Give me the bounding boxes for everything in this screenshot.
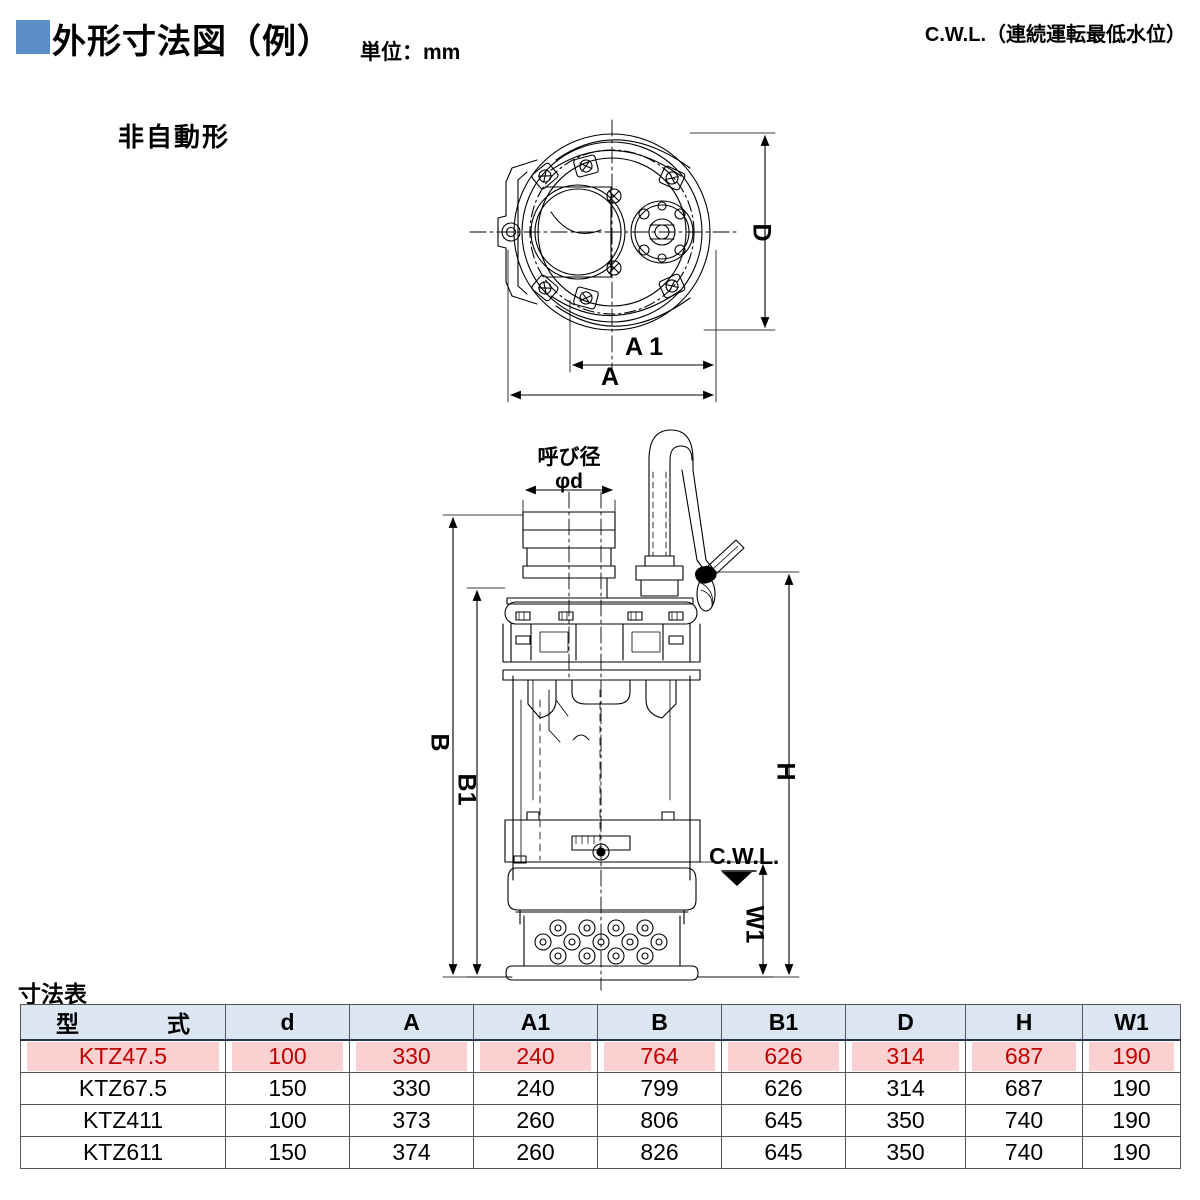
dimension-A [507,249,717,403]
cell-w1: 190 [1082,1040,1181,1073]
cell-h: 740 [965,1104,1083,1137]
cell-h: 687 [965,1040,1083,1073]
drawing-subtitle: 非自動形 [118,122,231,152]
column-header-b: B [597,1004,722,1041]
cell-d-dia: 314 [845,1072,966,1105]
cell-b1: 626 [721,1072,846,1105]
cell-b1: 645 [721,1104,846,1137]
dimension-label-A1: A 1 [625,333,663,361]
cell-a: 330 [349,1072,474,1105]
column-header-a: A [349,1004,474,1041]
column-header-model: 型 式 [20,1004,226,1041]
cell-b: 764 [597,1040,722,1073]
column-header-d: d [225,1004,350,1041]
nominal-diameter-line2: φd [555,469,583,493]
nominal-diameter-line1: 呼び径 [537,446,601,469]
cell-a1: 240 [473,1040,598,1073]
cell-d: 150 [225,1136,350,1169]
cell-h: 687 [965,1072,1083,1105]
nominal-diameter-label: 呼び径 φd [517,446,621,493]
cell-a: 374 [349,1136,474,1169]
cwl-label: C.W.L. [709,843,780,869]
page-title: 外形寸法図（例） [52,23,332,61]
blue-square-icon [16,20,50,54]
column-header-a1: A1 [473,1004,598,1041]
cell-d: 100 [225,1040,350,1073]
table-header-row: 型 式 d A A1 B B1 D H W1 [20,1004,1181,1041]
cell-model: KTZ47.5 [20,1040,226,1073]
cell-b: 799 [597,1072,722,1105]
column-header-w1: W1 [1082,1004,1181,1041]
dimension-A1 [569,249,717,373]
cell-b: 826 [597,1136,722,1169]
cell-d-dia: 350 [845,1136,966,1169]
plan-centerlines [469,119,741,369]
dimension-label-W1: W1 [740,905,769,944]
dimension-B1 [466,587,513,978]
cell-w1: 190 [1082,1136,1181,1169]
drawing-svg [442,119,800,991]
cell-b1: 626 [721,1040,846,1073]
cell-w1: 190 [1082,1104,1181,1137]
cell-a1: 260 [473,1104,598,1137]
dimension-label-B: B [425,733,454,752]
table-row: KTZ611 150 374 260 826 645 350 740 190 [20,1136,1181,1169]
cell-a: 373 [349,1104,474,1137]
cell-a: 330 [349,1040,474,1073]
side-view-geometry [502,429,745,981]
cell-h: 740 [965,1136,1083,1169]
column-header-d-dia: D [845,1004,966,1041]
cell-model: KTZ611 [20,1136,226,1169]
cwl-marker [721,870,757,886]
dimension-label-D: D [747,223,776,242]
technical-drawing: D A 1 A 呼び径 φd B B1 H W1 C.W.L. [425,119,800,991]
dimension-label-H: H [771,762,800,781]
table-row: KTZ47.5 100 330 240 764 626 314 687 190 [20,1040,1181,1073]
cell-d: 150 [225,1072,350,1105]
cell-model: KTZ67.5 [20,1072,226,1105]
column-header-b1: B1 [721,1004,846,1041]
cell-b1: 645 [721,1136,846,1169]
cell-b: 806 [597,1104,722,1137]
cell-a1: 260 [473,1136,598,1169]
table-caption: 寸法表 [18,981,87,1007]
unit-note: 単位：mm [360,41,461,64]
cwl-legend-note: C.W.L.（連続運転最低水位） [924,24,1186,46]
table-row: KTZ67.5 150 330 240 799 626 314 687 190 [20,1072,1181,1105]
dimension-label-A: A [601,363,620,391]
cell-d-dia: 314 [845,1040,966,1073]
cell-d: 100 [225,1104,350,1137]
cell-a1: 240 [473,1072,598,1105]
cell-d-dia: 350 [845,1104,966,1137]
table-row: KTZ411 100 373 260 806 645 350 740 190 [20,1104,1181,1137]
dimension-W1 [697,861,774,978]
column-header-h: H [965,1004,1083,1041]
dimension-label-B1: B1 [452,773,481,806]
dimension-table: 型 式 d A A1 B B1 D H W1 KTZ47.5 100 330 2… [20,1004,1181,1169]
cell-w1: 190 [1082,1072,1181,1105]
cell-model: KTZ411 [20,1104,226,1137]
